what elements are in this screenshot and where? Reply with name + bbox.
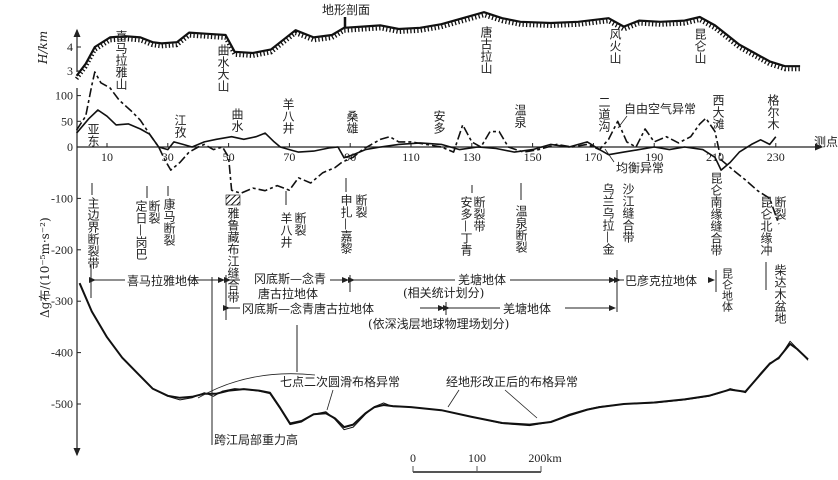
smoothed-leader-2 [326, 389, 334, 411]
x-tick-label: 10 [101, 150, 113, 164]
scale-label-200km: 200km [528, 451, 562, 465]
terrane-qiangtang-geophys: 羌塘地体 [503, 301, 551, 316]
corrected-leader-1 [447, 389, 460, 408]
fault-kunlun-north-2: 断裂 [773, 195, 787, 220]
topo-label-kunlun: 昆仑山 [693, 28, 707, 64]
y-axis-label: Δg布/(10⁻⁵m·s⁻²) [38, 217, 52, 318]
fault-dingri-gangba: 定日—岗巴 [134, 199, 148, 260]
h-tick-label: 4 [67, 40, 73, 54]
x-tick-label: 190 [645, 150, 663, 164]
terrane-note-stat: (相关统计划分) [403, 286, 484, 300]
fault-yangbajing: 羊八井 [279, 211, 293, 249]
place-erdaogou: 二道沟 [597, 96, 611, 132]
terrane-kunlun: 昆仑地体 [721, 268, 734, 312]
y-tick-label: -400 [51, 346, 73, 360]
terrane-gangdese-line2: 唐古拉地体 [258, 286, 318, 301]
y-tick-label: 0 [67, 140, 73, 154]
x-tick-label: 150 [524, 150, 542, 164]
terrane-gangdese-line1: 冈底斯—念青 [254, 271, 326, 286]
label-smoothed-bouguer: 七点二次圆滑布格异常 [280, 374, 400, 389]
fault-amdo-dingqing-2: 断裂带 [472, 195, 486, 232]
label-isostatic-anomaly: 均衡异常 [616, 161, 664, 175]
fault-wenquan: 温泉断裂 [514, 205, 528, 253]
fault-main-boundary: 主边界断裂带 [86, 197, 100, 269]
fault-labels: 主边界断裂带 定日—岗巴 断裂 康马断裂 雅鲁藏布江缝合带 羊八井 断裂 申扎—… [86, 172, 787, 324]
y-tick-label: -300 [51, 294, 73, 308]
label-qaidam-basin: 柴达木盆地 [773, 264, 787, 324]
isostatic-anomaly-line [75, 109, 777, 171]
fault-kunlun-south: 昆仑南缘缝合带 [709, 172, 723, 256]
place-amdo: 安多 [432, 109, 446, 135]
terrane-gangdese-geophys: 冈底斯—念青唐古拉地体 [242, 301, 374, 316]
y-tick-label: 100 [55, 89, 73, 103]
place-golmud: 格尔木 [766, 93, 780, 130]
place-gyantse: 江孜 [173, 114, 187, 139]
terrane-qiangtang-stat: 羌塘地体 [458, 272, 506, 287]
x-tick-label: 130 [463, 150, 481, 164]
fault-dingri-gangba-2: 断裂 [147, 199, 161, 224]
x-tick-label: 70 [283, 150, 295, 164]
topography-profile-line [75, 11, 801, 77]
y-tick-label: -200 [51, 243, 73, 257]
fault-kunlun-north-1: 昆仑北缘冲 [759, 196, 773, 257]
terrane-divisions [89, 265, 717, 445]
place-yadong: 亚东 [86, 123, 100, 147]
smoothed-leader-1 [197, 373, 316, 399]
topo-label-fenghuo: 风火山 [608, 28, 622, 64]
place-wenquan: 温泉 [513, 104, 527, 128]
fault-yarlung-tsangpo: 雅鲁藏布江缝合带 [226, 206, 240, 303]
fault-shenzha-jiali-2: 断裂 [354, 193, 368, 218]
label-local-gravity-high: 跨江局部重力高 [214, 432, 298, 447]
fault-jinsha-1: 乌兰乌拉—金 [601, 182, 615, 255]
scale-label-0: 0 [410, 451, 416, 465]
topo-label-qushui-mountain: 曲水大山 [216, 44, 230, 92]
scale-label-100: 100 [468, 451, 486, 465]
isostatic-leader [604, 148, 615, 163]
x-tick-label: 30 [162, 150, 174, 164]
fault-kangma: 康马断裂 [162, 197, 176, 246]
scale-bar: 0 100 200km [410, 451, 562, 473]
x-tick-label: 230 [767, 150, 785, 164]
fault-shenzha-jiali: 申扎—嘉黎 [339, 194, 353, 254]
x-tick-label: 110 [402, 150, 420, 164]
h-tick-label: 3 [67, 64, 73, 78]
y-tick-label: 50 [61, 114, 73, 128]
smoothed-bouguer-line [78, 282, 809, 429]
fault-yangbajing-2: 断裂 [293, 211, 307, 236]
fault-amdo-dingqing: 安多—丁青 [459, 195, 473, 257]
place-sangxiong: 桑雄 [345, 110, 359, 134]
topography-hatch [75, 13, 801, 81]
place-xidatan: 西大滩 [711, 94, 725, 130]
free-air-anomaly-line [75, 71, 780, 225]
y-tick-label: -100 [51, 191, 73, 205]
corrected-bouguer-line [79, 283, 809, 431]
topo-label-tanggula: 唐古拉山 [479, 25, 493, 74]
place-yangbajing: 羊八井 [281, 97, 295, 135]
corrected-leader-2 [504, 389, 538, 419]
place-qushui: 曲水 [230, 108, 244, 132]
free-air-leader [617, 115, 628, 129]
terrane-himalaya: 喜马拉雅地体 [127, 273, 199, 288]
x-axis-label: 测点 [814, 135, 838, 149]
label-corrected-bouguer: 经地形改正后的布格异常 [446, 374, 578, 389]
suture-hatch-icon [225, 194, 241, 206]
fault-jinsha-2: 沙江缝合带 [621, 183, 635, 243]
topo-label-himalaya: 喜马拉雅山 [114, 30, 128, 90]
h-axis-label: H/km [36, 31, 50, 65]
topo-profile-title: 地形剖面 [322, 3, 370, 17]
x-tick-label: 170 [584, 150, 602, 164]
label-free-air-anomaly: 自由空气异常 [624, 101, 696, 116]
y-tick-label: -500 [51, 397, 73, 411]
terrane-note-geophys: (依深浅层地球物理场划分) [368, 316, 509, 331]
terrane-bayan-har: 巴彦克拉地体 [625, 273, 697, 288]
